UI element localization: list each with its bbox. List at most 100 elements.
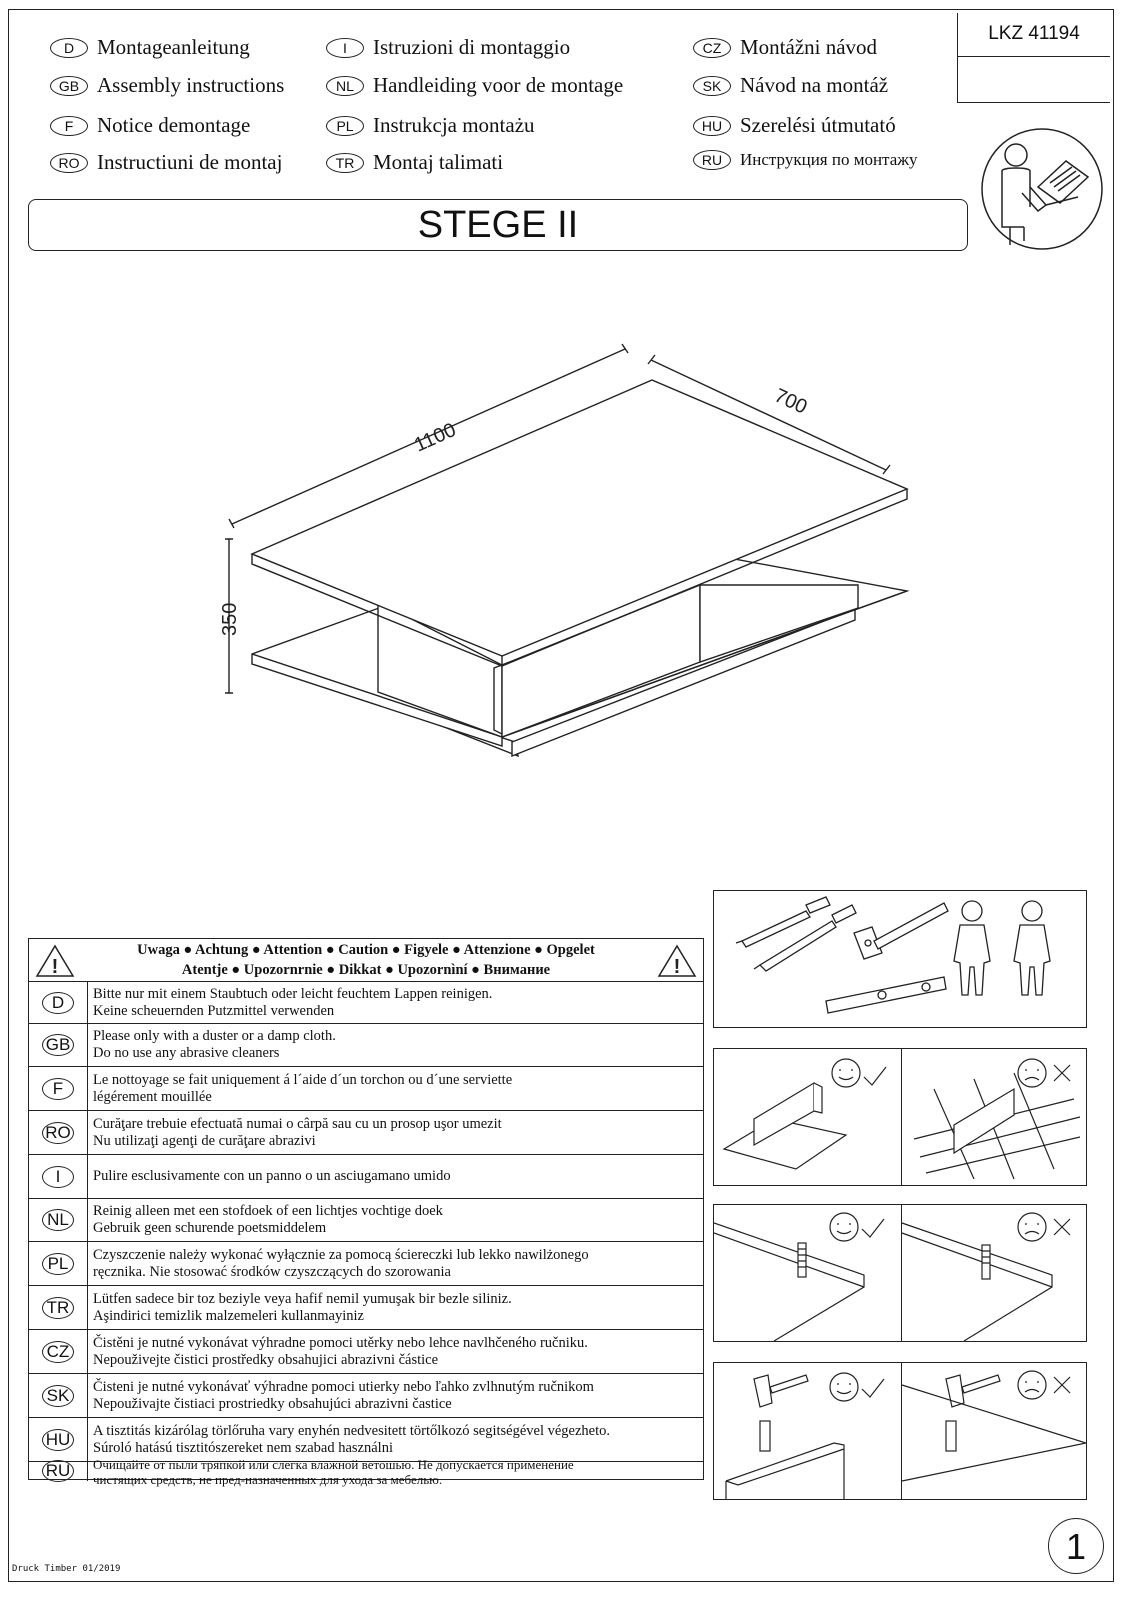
row-text: Nu utilizaţi agenţi de curăţare abrazivi <box>93 1132 316 1149</box>
screwdriver-icon <box>753 904 857 972</box>
warning-row: NL Reinig alleen met een stofdoek of een … <box>29 1199 703 1242</box>
lang-label: Szerelési útmutató <box>740 113 896 137</box>
page-number: 1 <box>1048 1518 1104 1574</box>
warning-row: CZ Čistěni je nutné vykonávat výhradne po… <box>29 1330 703 1374</box>
warning-words: Uwaga ● Achtung ● Attention ● Caution ● … <box>91 940 641 980</box>
lang-label: Istruzioni di montaggio <box>373 35 571 59</box>
row-text: Aşindirici temizlik malzemeleri kullanma… <box>93 1307 364 1324</box>
row-text: Bitte nur mit einem Staubtuch oder leich… <box>93 985 493 1002</box>
person-icon <box>1013 900 1051 996</box>
row-text: Gebruik geen schurende poetsmiddelem <box>93 1220 327 1236</box>
warning-row: RO Curăţare trebuie efectuată numai o câr… <box>29 1111 703 1155</box>
lang-code: SK <box>693 75 731 96</box>
row-code: TR <box>42 1296 74 1319</box>
lang-tr: TR Montaj talimati <box>326 150 503 175</box>
lang-code: CZ <box>693 37 731 58</box>
warning-row: D Bitte nur mit einem Staubtuch oder leic… <box>29 982 703 1024</box>
row-text: Czyszczenie należy wykonać wyłącznie za … <box>93 1246 589 1263</box>
hammer-dowel-panel <box>713 1362 1087 1500</box>
lang-ro: RO Instructiuni de montaj <box>50 150 282 175</box>
row-text: Čisteni je nutné vykonávať výhradne pomo… <box>93 1378 594 1395</box>
svg-text:!: ! <box>674 956 681 978</box>
row-text: Nepouživejte čistici prostředky obsahuji… <box>93 1351 439 1368</box>
row-code: D <box>42 991 74 1014</box>
lang-label: Инструкция по монтажу <box>740 150 918 169</box>
lang-code: F <box>50 115 88 136</box>
row-text: чистящих средств, не пред-назначенных дл… <box>93 1471 443 1487</box>
lang-label: Assembly instructions <box>97 73 285 97</box>
lang-ru: RU Инструкция по монтажу <box>693 150 918 170</box>
article-code: LKZ 41194 <box>958 13 1110 57</box>
lang-label: Montážni návod <box>740 35 878 59</box>
row-text: Čistěni je nutné vykonávat výhradne pomo… <box>93 1334 588 1351</box>
lang-label: Instrukcja montażu <box>373 113 535 137</box>
lang-pl: PL Instrukcja montażu <box>326 113 535 138</box>
dowel-panel <box>713 1204 1087 1342</box>
lang-code: I <box>326 37 364 58</box>
article-code-box: LKZ 41194 <box>957 13 1110 103</box>
row-text: Please only with a duster or a damp clot… <box>93 1028 336 1044</box>
lang-f: F Notice demontage <box>50 113 250 138</box>
warning-triangle-icon: ! <box>35 944 75 978</box>
row-text: Reinig alleen met een stofdoek of een li… <box>93 1203 443 1219</box>
dimension-width: 1100 <box>411 419 459 457</box>
lang-label: Notice demontage <box>97 113 251 137</box>
lang-sk: SK Návod na montáž <box>693 73 888 98</box>
row-text: A tisztitás kizárólag törlőruha vary eny… <box>93 1422 611 1439</box>
row-code: GB <box>42 1034 74 1056</box>
lang-code: RU <box>693 150 731 170</box>
row-text: Súroló hatású tisztitószereket nem szaba… <box>93 1439 393 1456</box>
row-code: F <box>42 1077 74 1100</box>
dimension-height: 350 <box>219 603 241 636</box>
reader-with-manual-icon <box>980 127 1104 256</box>
row-text: Do no use any abrasive cleaners <box>93 1045 280 1061</box>
lang-code: HU <box>693 115 731 136</box>
cleaning-warning-table: ! Uwaga ● Achtung ● Attention ● Caution … <box>28 938 704 1487</box>
lang-code: PL <box>326 115 364 136</box>
row-code: RO <box>42 1121 74 1144</box>
lang-code: RO <box>50 152 88 173</box>
page-frame <box>8 9 1114 1582</box>
svg-text:!: ! <box>52 956 59 978</box>
spirit-level-icon <box>825 976 947 1014</box>
row-code: I <box>42 1165 74 1188</box>
warning-row: TR Lütfen sadece bir toz beziyle veya haf… <box>29 1286 703 1330</box>
lang-label: Handleiding voor de montage <box>373 73 624 97</box>
lang-code: TR <box>326 152 364 173</box>
product-title: STEGE II <box>28 199 968 251</box>
tools-panel <box>713 890 1087 1028</box>
lang-code: NL <box>326 75 364 96</box>
print-info: Druck Timber 01/2019 <box>12 1564 121 1574</box>
dimension-depth: 700 <box>771 385 811 419</box>
row-code: NL <box>42 1209 74 1231</box>
row-text: Curăţare trebuie efectuată numai o cârpă… <box>93 1115 502 1132</box>
lang-code: D <box>50 37 88 58</box>
lang-label: Návod na montáž <box>740 73 889 97</box>
lang-hu: HU Szerelési útmutató <box>693 113 896 138</box>
row-code: CZ <box>42 1340 74 1363</box>
row-text: Очищайте от пыли тряпкой или слегка влаж… <box>93 1456 574 1472</box>
warning-line1: Uwaga ● Achtung ● Attention ● Caution ● … <box>137 942 595 958</box>
row-text: légérement mouillée <box>93 1088 212 1105</box>
screwdriver-icon <box>735 896 831 948</box>
lang-label: Instructiuni de montaj <box>97 150 283 174</box>
lang-cz: CZ Montážni návod <box>693 35 877 60</box>
warning-line2: Atentje ● Upozornrnie ● Dikkat ● Upozorn… <box>181 962 551 978</box>
table-dimension-drawing: 1100 700 350 <box>215 340 915 775</box>
row-text: Lütfen sadece bir toz beziyle veya hafif… <box>93 1290 512 1307</box>
floor-protection-panel <box>713 1048 1087 1186</box>
lang-nl: NL Handleiding voor de montage <box>326 73 623 98</box>
row-code: SK <box>42 1384 74 1407</box>
lang-label: Montaj talimati <box>373 150 504 174</box>
warning-header: ! Uwaga ● Achtung ● Attention ● Caution … <box>29 939 703 982</box>
hammer-icon <box>853 902 949 960</box>
row-text: ręcznika. Nie stosować środków czyszcząc… <box>93 1263 451 1280</box>
warning-row: SK Čisteni je nutné vykonávať výhradne po… <box>29 1374 703 1418</box>
